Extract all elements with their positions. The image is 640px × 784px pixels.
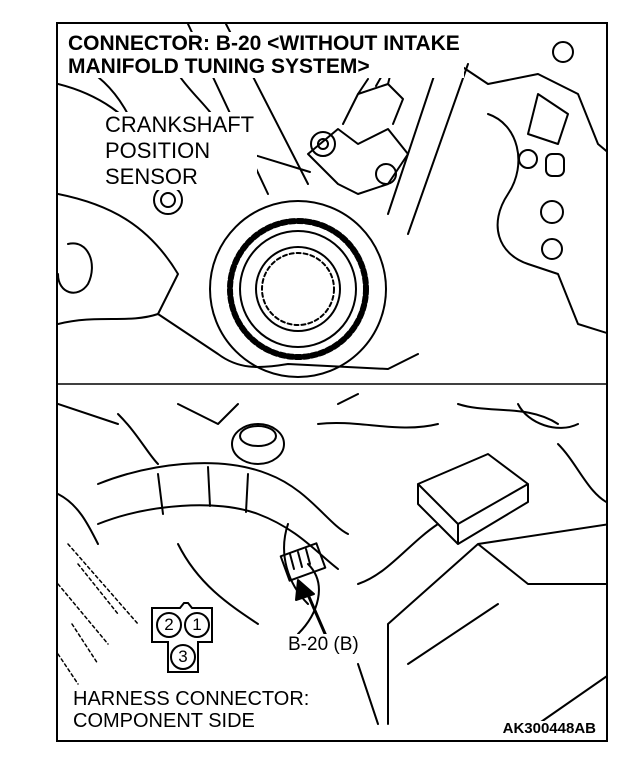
bolt-head: [153, 185, 183, 215]
bolt-hole: [541, 238, 563, 260]
cover-lower-edge: [58, 313, 419, 370]
sensor-label-line-1: CRANKSHAFT: [105, 112, 255, 137]
sensor-label: CRANKSHAFT POSITION SENSOR: [102, 112, 258, 190]
cover-left-curves: [58, 53, 219, 315]
diagram-illustration: [58, 24, 606, 725]
hose-ribs: [157, 466, 249, 515]
bracket-right: [527, 93, 569, 145]
radiator-fins: [58, 543, 139, 685]
diagram-frame: CONNECTOR: B-20 <WITHOUT INTAKE MANIFOLD…: [56, 22, 608, 742]
air-cleaner-box: [387, 523, 606, 725]
bolt-hole: [540, 200, 564, 224]
timing-belt-right: [387, 63, 469, 235]
figure-code: AK300448AB: [500, 720, 598, 737]
crank-sprocket: [209, 200, 387, 378]
harness-label: HARNESS CONNECTOR: COMPONENT SIDE: [70, 687, 313, 733]
connector-pin-face: 2 1 3: [150, 602, 230, 674]
engine-block-outline: [457, 63, 606, 334]
pin-1: 1: [184, 612, 210, 638]
reservoir-cap-top: [239, 425, 277, 447]
rect-boss: [545, 153, 565, 177]
crankshaft-sensor: [307, 63, 409, 195]
reservoir-cap: [231, 423, 285, 465]
bolt-head-inner: [160, 192, 176, 208]
left-boss: [58, 242, 93, 294]
title-line-2: MANIFOLD TUNING SYSTEM>: [68, 55, 370, 78]
sensor-label-line-3: SENSOR: [105, 164, 198, 189]
callout-arrow: [295, 579, 328, 638]
upper-engine-view: [58, 24, 606, 378]
bolt-hole: [518, 149, 538, 169]
connector-callout-label: B-20 (B): [284, 634, 363, 655]
b20-connector: [279, 542, 327, 582]
harness-label-line-2: COMPONENT SIDE: [73, 710, 255, 732]
engine-bay-lines: [58, 393, 579, 725]
title-line-1: CONNECTOR: B-20 <WITHOUT INTAKE: [68, 32, 460, 55]
harness-label-line-1: HARNESS CONNECTOR:: [73, 688, 310, 710]
diagram-title: CONNECTOR: B-20 <WITHOUT INTAKE MANIFOLD…: [68, 32, 464, 78]
intake-hose: [97, 462, 349, 570]
bolt-boss: [552, 41, 574, 63]
pin-3: 3: [170, 644, 196, 670]
sensor-label-line-2: POSITION: [105, 138, 211, 163]
lower-engine-view: [58, 393, 606, 725]
wiring-harness: [117, 403, 606, 635]
pin-2: 2: [156, 612, 182, 638]
relay-box: [417, 453, 529, 545]
